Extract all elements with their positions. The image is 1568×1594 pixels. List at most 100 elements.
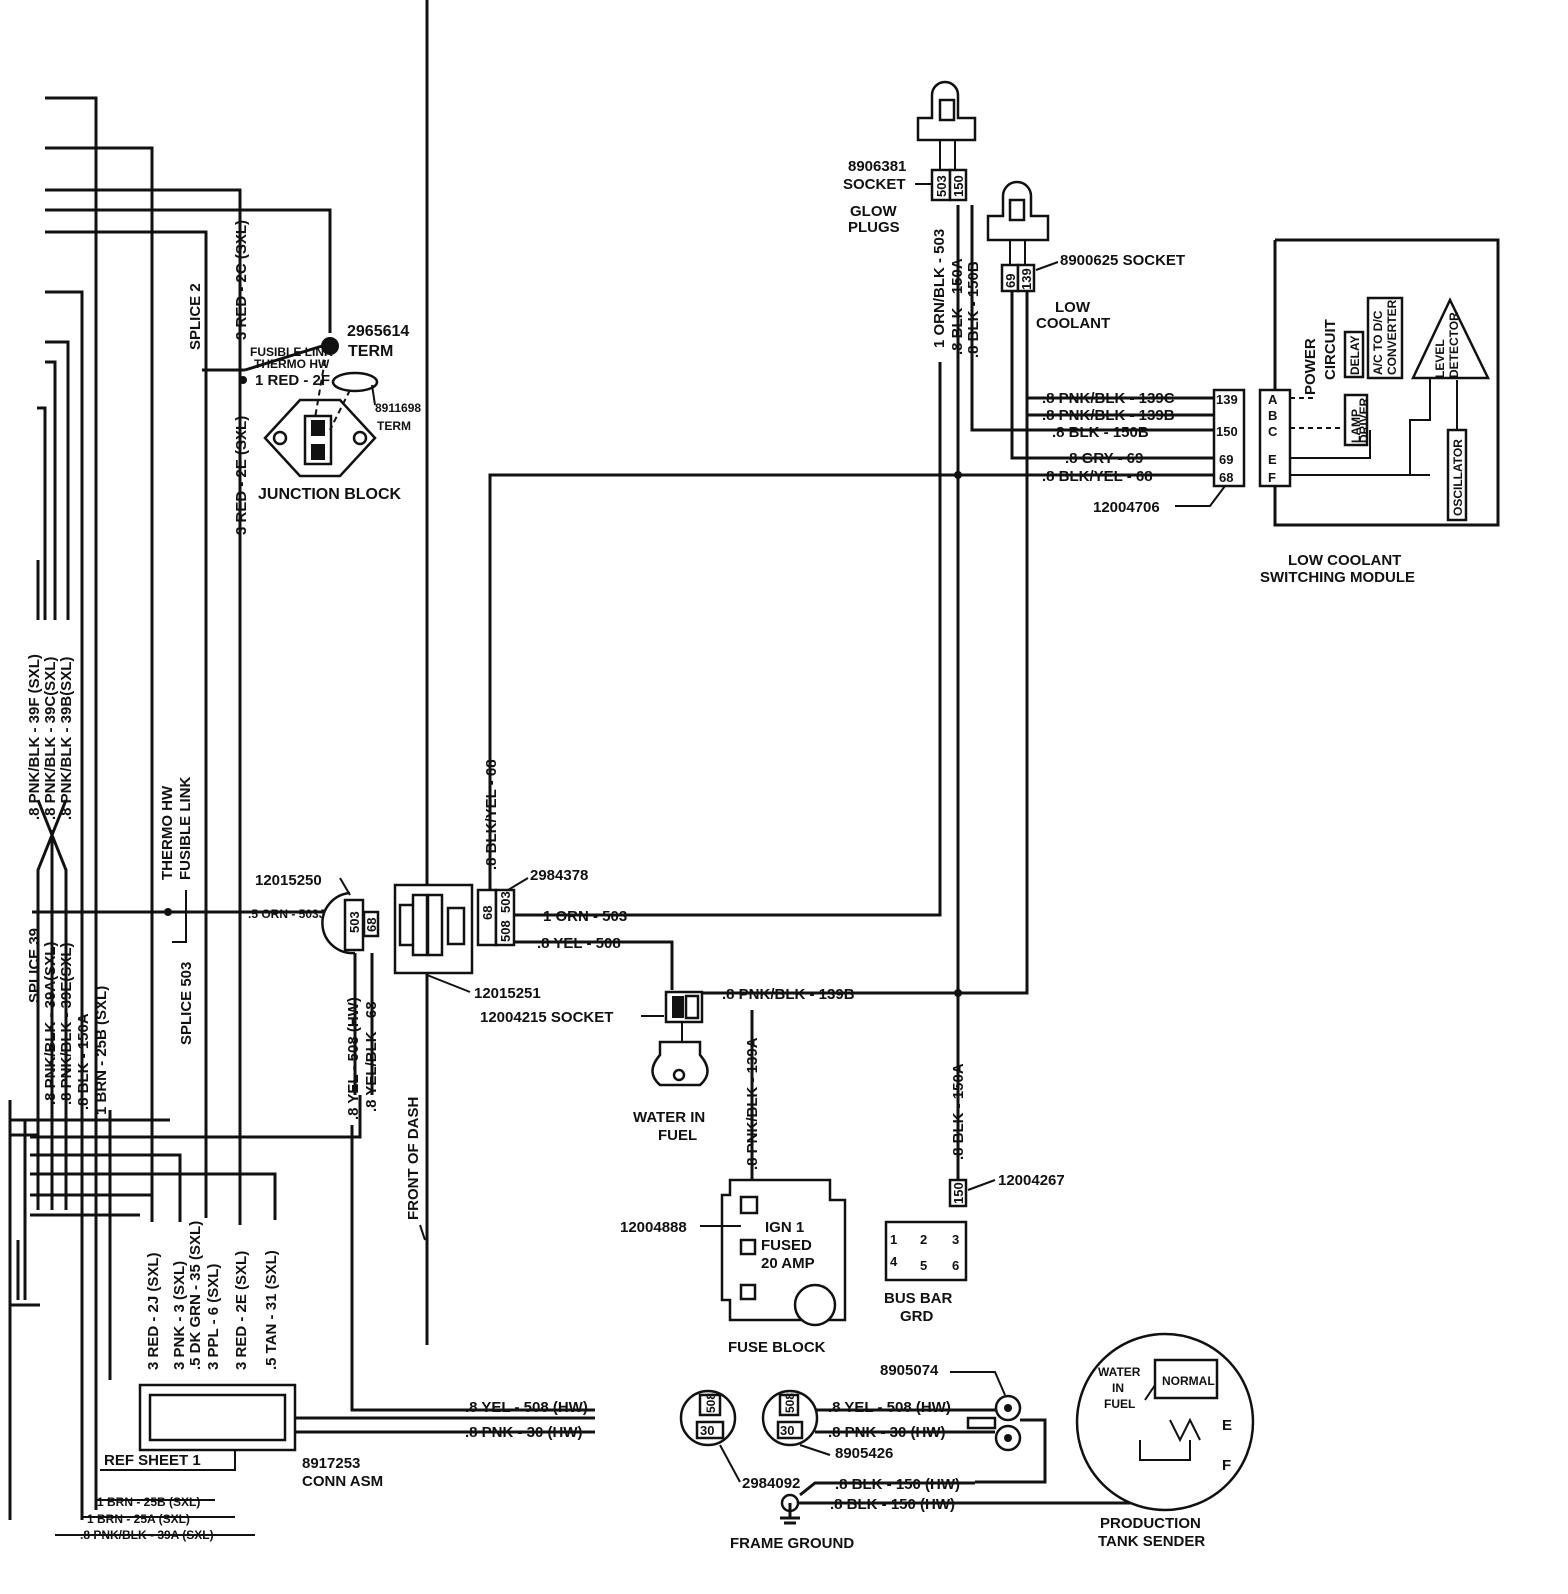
conn-8917253-label: 8917253 <box>302 1455 360 1472</box>
connector-2984092: 508 30 2984092 .8 YEL - 508 (HW) .8 PNK … <box>465 1389 800 1492</box>
connector-8917253: 8917253 CONN ASM REF SHEET 1 1 BRN - 25B… <box>55 1383 595 1542</box>
wire-139a-v-label: .8 PNK/BLK - 139A <box>744 1037 761 1170</box>
conn-2984378-pin-508: 508 <box>498 920 513 942</box>
glow-plugs-socket-label: SOCKET <box>843 176 906 193</box>
splice-39-label: SPLICE 39 <box>26 928 43 1003</box>
conn-2984092-label: 2984092 <box>742 1475 800 1492</box>
delay-label: DELAY <box>1348 335 1362 375</box>
low-coolant-module: 139 150 69 68 12004706 A B C E F LEVEL D… <box>1093 238 1500 586</box>
glow-plugs-label-2: PLUGS <box>848 219 900 236</box>
module-conn-pin-68: 68 <box>1219 470 1233 485</box>
bus-bar-label: BUS BAR <box>884 1290 953 1307</box>
wire-39e-label: .8 PNK/BLK - 39E(SXL) <box>58 942 75 1105</box>
junction-block-label: JUNCTION BLOCK <box>258 486 402 503</box>
wire-30hw-h-label: .8 PNK - 30 (HW) <box>465 1424 583 1441</box>
wire-35-label: .5 DK GRN - 35 (SXL) <box>187 1221 204 1370</box>
wire-150hw-1-label: .8 BLK - 150 (HW) <box>835 1476 960 1493</box>
sender-8905074-label: 8905074 <box>880 1362 939 1379</box>
bus-bar-pin-1: 1 <box>890 1232 897 1247</box>
wire-503-h-label: 1 ORN - 503 <box>543 908 627 925</box>
wire-39c-label: .8 PNK/BLK - 39C(SXL) <box>42 657 59 820</box>
conn-2984092-pin-30: 30 <box>700 1423 714 1438</box>
bus-bar-pin-4: 4 <box>890 1254 898 1269</box>
fusible-link-label: FUSIBLE LINK <box>177 777 194 880</box>
module-label: LOW COOLANT <box>1288 552 1401 569</box>
fuse-block-label: FUSE BLOCK <box>728 1339 826 1356</box>
conn-8917253-label-2: CONN ASM <box>302 1473 383 1490</box>
thermo-hw-label: THERMO HW <box>159 785 176 880</box>
module-pin-a: A <box>1268 392 1278 407</box>
wire-39a-label: .8 PNK/BLK - 39A(SXL) <box>42 942 59 1105</box>
splice-503-dot <box>164 908 172 916</box>
low-coolant-label: LOW <box>1055 299 1091 316</box>
tank-normal-label: NORMAL <box>1162 1374 1215 1388</box>
wire-68-label: .8 BLK/YEL - 68 <box>1042 468 1153 485</box>
bus-bar-conn-label: 12004267 <box>998 1172 1065 1189</box>
tank-in-label: IN <box>1112 1381 1124 1395</box>
bus-bar-pin-6: 6 <box>952 1258 959 1273</box>
module-conn-pin-150: 150 <box>1216 424 1238 439</box>
glow-plugs: 503 150 8906381 SOCKET GLOW PLUGS <box>843 80 977 236</box>
module-conn-label: 12004706 <box>1093 499 1160 516</box>
wire-31-label: .5 TAN - 31 (SXL) <box>263 1250 280 1370</box>
tank-f-label: F <box>1222 1457 1231 1474</box>
wire-25b-left-label: 1 BRN - 25B (SXL) <box>93 986 110 1115</box>
conn-2984378-label: 2984378 <box>530 867 588 884</box>
conn-8905426-pin-30: 30 <box>780 1423 794 1438</box>
connector-2984378: 68 508 503 2984378 <box>476 867 588 947</box>
water-in-fuel-label: WATER IN <box>633 1109 705 1126</box>
module-pin-c: C <box>1268 424 1278 439</box>
bus-bar-pin-2: 2 <box>920 1232 927 1247</box>
fuse-block: IGN 1 FUSED 20 AMP 12004888 FUSE BLOCK <box>620 1178 847 1356</box>
wire-69-label: .8 GRY - 69 <box>1065 450 1143 467</box>
glow-plugs-socket-number: 8906381 <box>848 158 906 175</box>
glow-plugs-pin-150: 150 <box>951 175 966 197</box>
wire-150a-left-label: .8 BLK - 150A <box>75 1013 92 1110</box>
wire-508-h-label: .8 YEL - 508 <box>537 935 621 952</box>
bus-bar-label-2: GRD <box>900 1308 934 1325</box>
level-detector-label-2: DETECTOR <box>1447 312 1461 378</box>
low-coolant-sensor: 69 139 8900625 SOCKET LOW COOLANT <box>986 180 1185 332</box>
ac-dc-label: A/C TO D/C <box>1371 310 1385 375</box>
conn-12015251-label: 12015251 <box>474 985 541 1002</box>
conn-2984092-pin-508: 508 <box>704 1393 718 1413</box>
splice-2-dot <box>239 376 247 384</box>
term-8911698-label: TERM <box>377 419 411 433</box>
wire-508hw-v-label: .8 YEL - 508 (HW) <box>345 997 362 1120</box>
conn-8905426-label: 8905426 <box>835 1445 893 1462</box>
bus-bar-pin-3: 3 <box>952 1232 959 1247</box>
fuse-fused-label: FUSED <box>761 1237 812 1254</box>
wire-2e-bot-label: 3 RED - 2E (SXL) <box>233 1251 250 1370</box>
fusible-link-thermo-label-2: THERMO HW <box>254 357 330 371</box>
wire-39b-label: .8 PNK/BLK - 39B(SXL) <box>58 657 75 820</box>
bus-bar-pin-5: 5 <box>920 1258 927 1273</box>
wire-25b-bot-label: 1 BRN - 25B (SXL) <box>97 1495 200 1509</box>
conn-2984378-pin-503: 503 <box>498 891 513 913</box>
wire-68-v-label: .8 BLK/YEL - 68 <box>483 759 500 870</box>
water-in-fuel-label-2: FUEL <box>658 1127 697 1144</box>
splice-503-label: SPLICE 503 <box>178 962 195 1045</box>
wire-508hw-r-label: .8 YEL - 508 (HW) <box>828 1399 951 1416</box>
wire-2e-top-label: 3 RED - 2E (SXL) <box>233 416 250 535</box>
conn-2984378-pin-68: 68 <box>480 906 495 920</box>
wire-150hw-2-label: .8 BLK - 150 (HW) <box>830 1496 955 1513</box>
production-tank-sender: WATER IN FUEL NORMAL E F PRODUCTION TANK… <box>1075 1332 1255 1550</box>
wire-25a-bot-label: 1 BRN - 25A (SXL) <box>87 1512 190 1526</box>
wire-150b-v-label: .8 BLK - 150B <box>965 261 982 358</box>
module-conn-pin-69: 69 <box>1219 452 1233 467</box>
wire-2j-label: 3 RED - 2J (SXL) <box>145 1252 162 1370</box>
wire-139c-label: .8 PNK/BLK - 139C <box>1042 390 1175 407</box>
ac-dc-label-2: CONVERTER <box>1385 299 1399 375</box>
front-of-dash: FRONT OF DASH 12015251 <box>393 0 541 1345</box>
lamp-driver-label-2: DRIVER <box>1357 397 1371 443</box>
wire-2f-label: 1 RED - 2F <box>255 372 330 389</box>
power-circuit-label-2: CIRCUIT <box>1322 319 1339 380</box>
fusible-link-thermo-label: FUSIBLE LINK <box>250 345 333 359</box>
fuse-20amp-label: 20 AMP <box>761 1255 815 1272</box>
connector-8905426: 508 30 8905426 .8 YEL - 508 (HW) .8 PNK … <box>761 1389 995 1462</box>
low-coolant-socket-label: 8900625 SOCKET <box>1060 252 1185 269</box>
wire-68-v2-label: .8 YEL/BLK - 68 <box>363 1001 380 1112</box>
low-coolant-label-2: COOLANT <box>1036 315 1110 332</box>
wire-2c-label: 3 RED - 2C (SXL) <box>233 220 250 340</box>
